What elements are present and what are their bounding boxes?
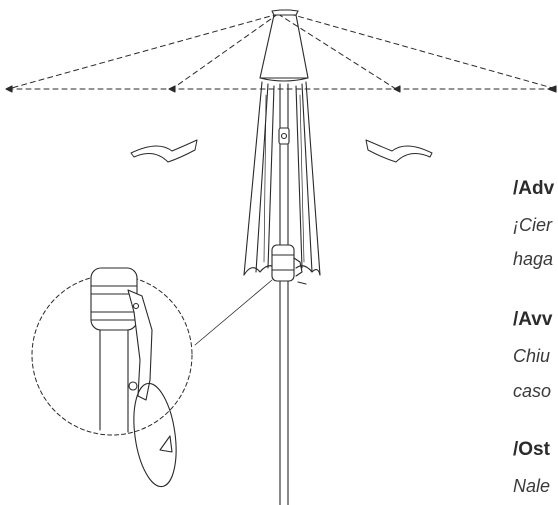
detail-circle bbox=[31, 274, 193, 436]
tilt-button bbox=[278, 127, 290, 145]
rib-tips bbox=[5, 85, 557, 93]
warning-heading-it: /Avv bbox=[513, 309, 553, 330]
warning-text-it-line-1: Chiu bbox=[513, 346, 551, 366]
closed-canopy bbox=[243, 81, 321, 276]
crank-housing bbox=[271, 244, 307, 285]
open-canopy-outline bbox=[7, 13, 557, 90]
warning-text-es-line-2: haga bbox=[513, 249, 554, 269]
umbrella-pole bbox=[279, 83, 289, 505]
detail-crank bbox=[90, 267, 177, 488]
warning-text-cs-line-1: Nale bbox=[513, 476, 551, 496]
warning-heading-es: /Adv bbox=[513, 178, 555, 199]
warning-text-it-line-2: caso bbox=[513, 381, 552, 401]
warning-text-es-line-1: ¡Cier bbox=[513, 215, 552, 235]
umbrella-top-cap bbox=[259, 9, 309, 82]
warning-heading-cs: /Ost bbox=[513, 439, 550, 460]
rotate-right-arrow-icon bbox=[365, 139, 433, 163]
detail-leader-line bbox=[194, 279, 273, 346]
rotate-left-arrow-icon bbox=[130, 139, 198, 163]
